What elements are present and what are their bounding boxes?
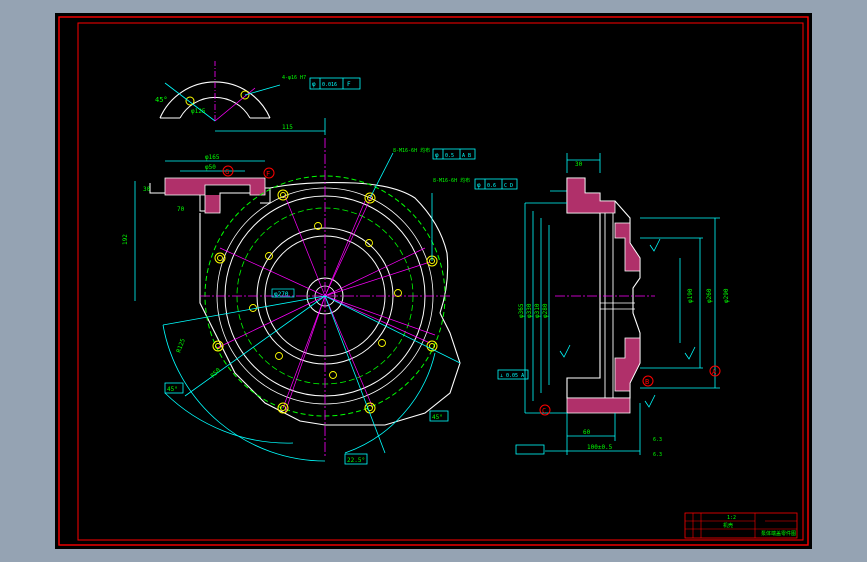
- side-dim-4: φ280: [542, 303, 549, 318]
- detail-view: 45° φ125 115: [155, 61, 326, 135]
- side-top-dim: 30: [575, 161, 583, 168]
- angular-dims: [162, 295, 461, 465]
- tolerance-frame-2: 8-M16-6H 均布 φ 0.5 A B: [369, 147, 476, 199]
- label-f: F: [266, 170, 270, 178]
- dim-45-right: 45°: [432, 414, 443, 421]
- small-30-label: 30: [143, 186, 151, 193]
- tolerance-2-val: 0.5: [445, 153, 454, 159]
- dim-bottom: 22.5°: [347, 457, 365, 464]
- side-label-b: B: [645, 378, 649, 386]
- dim-r125: R125: [175, 337, 187, 353]
- dim-270-label: φ270: [274, 291, 289, 298]
- side-right-dim-2: φ260: [706, 288, 713, 303]
- width-165-label: φ165: [205, 154, 220, 161]
- label-g: G: [225, 168, 229, 176]
- flange-block: φ165 φ50 192 30 70 F G: [122, 154, 275, 301]
- detail-width-label: 115: [282, 124, 293, 131]
- title-drawing-no: 泵体端盖零件图: [761, 530, 796, 537]
- tolerance-1-val: 0.016: [322, 82, 337, 88]
- roughness-1: 6.3: [653, 437, 662, 443]
- tolerance-3-val: 0.6: [487, 183, 496, 189]
- side-label-a: A: [712, 368, 717, 376]
- drawing-canvas: 45° φ125 115 4-φ16 H7 φ 0.016 F φ165 φ50…: [55, 13, 812, 549]
- tolerance-frame-3: 8-M16-6H 均布 φ 0.6 C D: [431, 177, 518, 261]
- tolerance-2-sym: φ: [435, 152, 439, 159]
- side-bottom-dim-1: 60: [583, 429, 591, 436]
- outer-frame: [58, 16, 809, 546]
- dim-r50: R50: [209, 367, 222, 380]
- tolerance-1-datum: F: [347, 81, 351, 88]
- tolerance-2-datums: A B: [462, 153, 471, 159]
- side-dim-1: φ365: [518, 303, 525, 318]
- side-right-dim-3: φ190: [687, 288, 694, 303]
- tolerance-1-sym: φ: [312, 81, 316, 88]
- roughness-2: 6.3: [653, 452, 662, 458]
- side-bottom-dim-2: 100±0.5: [587, 444, 613, 451]
- tolerance-2-text: 8-M16-6H 均布: [393, 147, 430, 154]
- tolerance-3-datums: C D: [504, 183, 513, 189]
- main-body: φ270: [199, 138, 461, 458]
- side-dim-2: φ330: [526, 303, 533, 318]
- cad-drawing: 45° φ125 115 4-φ16 H7 φ 0.016 F φ165 φ50…: [58, 16, 809, 546]
- tolerance-1-text: 4-φ16 H7: [282, 75, 306, 81]
- tolerance-3-text: 8-M16-6H 均布: [433, 177, 470, 184]
- side-view: 30 φ365 φ330 φ310 φ280: [497, 153, 730, 458]
- side-tolerance-box: ⊥ 0.05 A: [500, 373, 524, 379]
- detail-dia-label: φ125: [191, 108, 206, 115]
- tolerance-3-sym: φ: [477, 182, 481, 189]
- side-label-c: C: [542, 407, 546, 415]
- title-part-name: 机壳: [723, 522, 733, 529]
- title-block: 1:2 机壳 泵体端盖零件图: [684, 512, 798, 539]
- height-192-label: 192: [122, 234, 129, 245]
- side-dim-3: φ310: [534, 303, 541, 318]
- side-right-dim-1: φ290: [723, 288, 730, 303]
- tolerance-frame-1: 4-φ16 H7 φ 0.016 F: [244, 75, 361, 96]
- width-50-label: φ50: [205, 164, 216, 171]
- front-view: 45° φ125 115 4-φ16 H7 φ 0.016 F φ165 φ50…: [122, 61, 518, 465]
- title-scale: 1:2: [727, 515, 736, 521]
- inner-frame: [77, 22, 804, 541]
- dim-45-left: 45°: [167, 386, 178, 393]
- detail-angle-label: 45°: [155, 96, 168, 104]
- small-70-label: 70: [177, 206, 185, 213]
